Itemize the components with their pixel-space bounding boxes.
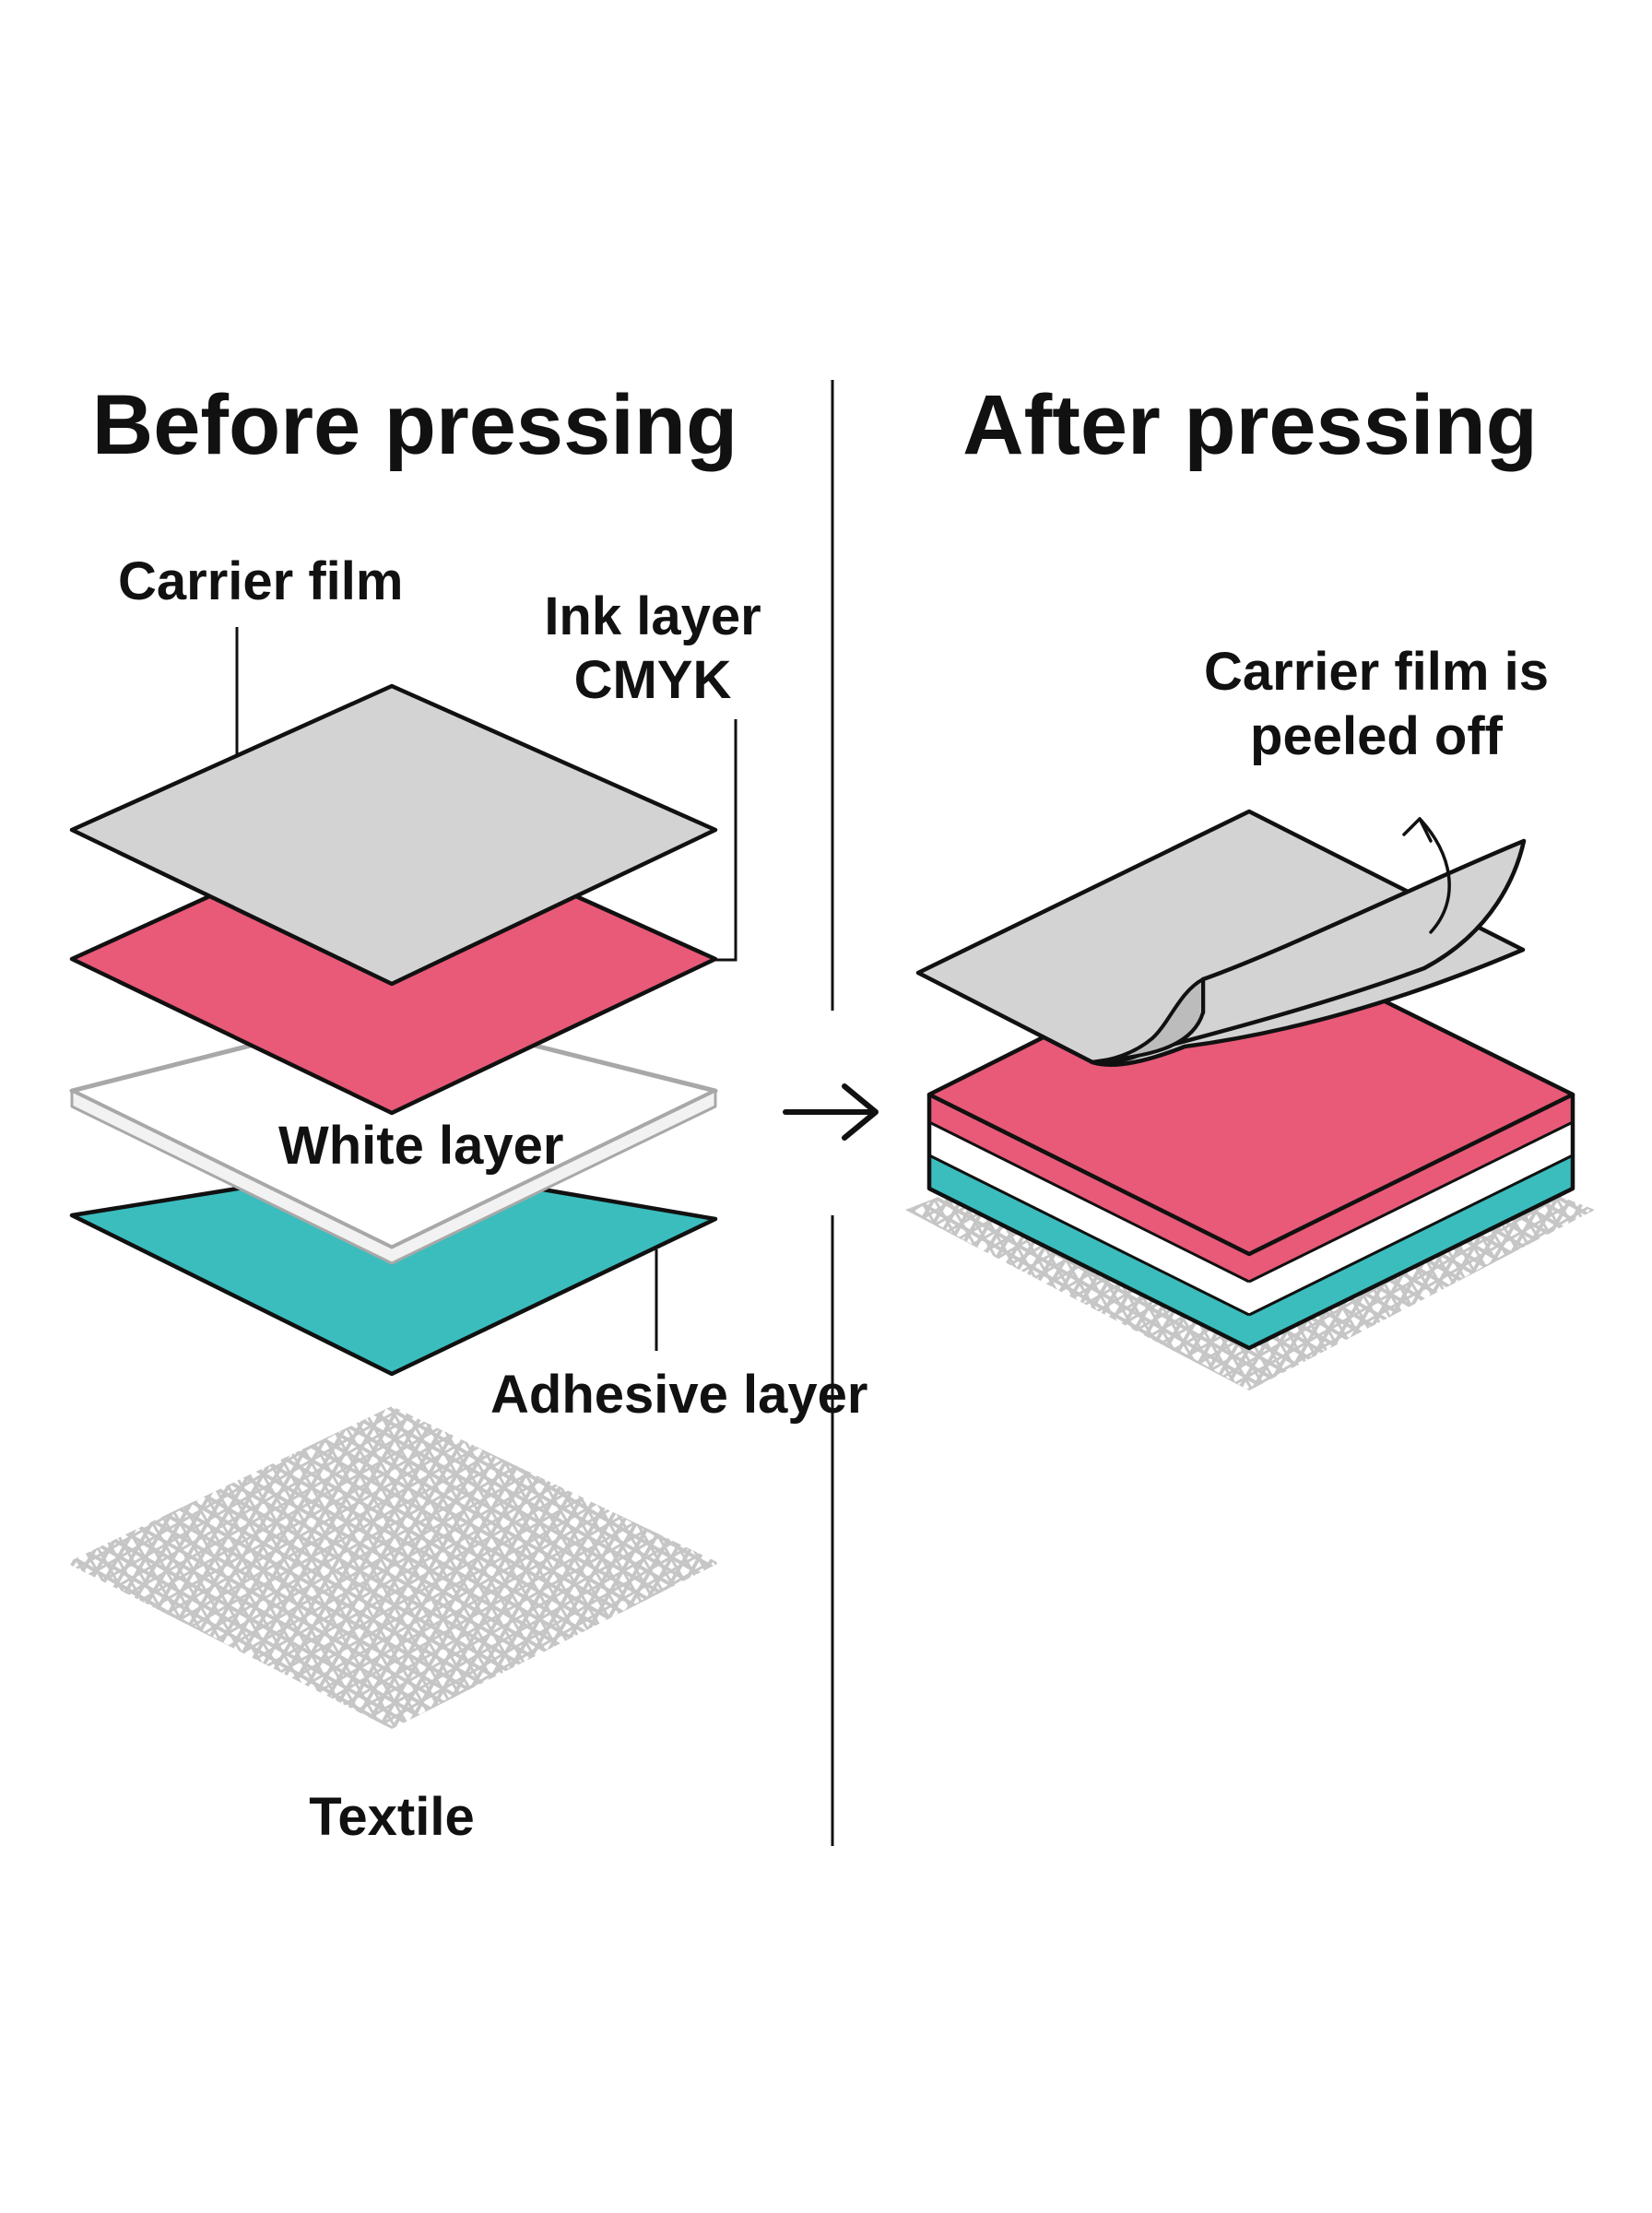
pressed-layer-stack [926, 1095, 1575, 1351]
textile-label: Textile [309, 1787, 474, 1847]
carrier-film-peeled-label: Carrier film is [1204, 642, 1549, 702]
carrier-film-peeled-label-line2: peeled off [1250, 706, 1504, 766]
ink-layer-leader [715, 719, 738, 962]
textile-mesh-before [66, 1406, 719, 1729]
before-pressing-title: Before pressing [92, 378, 738, 472]
adhesive-layer-label: Adhesive layer [490, 1365, 867, 1425]
carrier-film-label: Carrier film [118, 551, 403, 611]
white-layer-label: White layer [278, 1116, 563, 1176]
after-pressing-title: After pressing [962, 378, 1538, 472]
curved-arrow-icon [1402, 817, 1451, 934]
carrier-film-before [69, 683, 718, 987]
right-arrow-icon [783, 1083, 879, 1141]
carrier-film-peeling [915, 809, 1527, 1067]
ink-layer-label: Ink layer [544, 586, 761, 646]
ink-layer-cmyk-label: CMYK [574, 650, 732, 710]
adhesive-layer-before [69, 1161, 718, 1377]
